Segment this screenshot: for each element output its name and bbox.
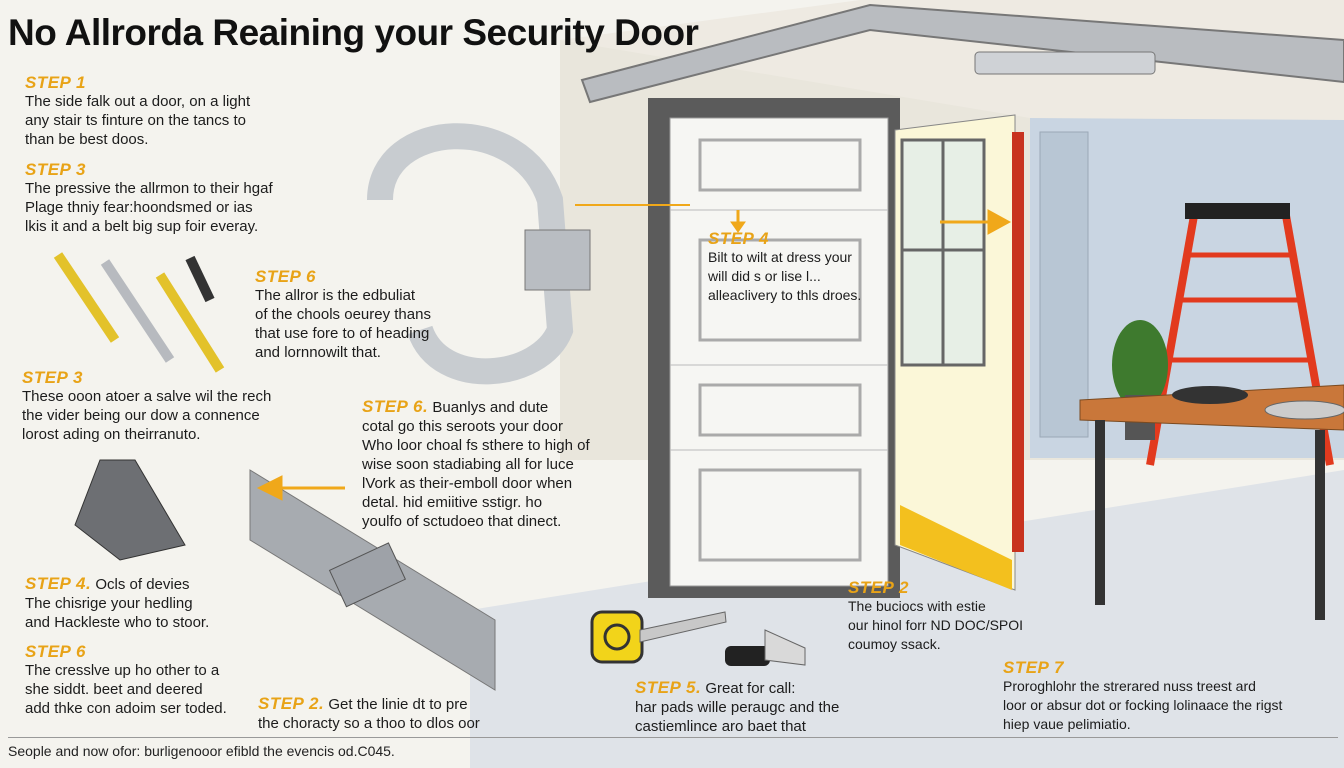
step-text: detal. hid emiitive sstigr. ho <box>362 494 543 511</box>
step-block-1: STEP 1 The side falk out a door, on a li… <box>25 73 250 149</box>
step-block-8: STEP 6. Buanlys and dute cotal go this s… <box>362 397 590 531</box>
step-label: STEP 4. <box>25 574 92 593</box>
step-text: coumoy ssack. <box>848 636 941 652</box>
step-text: loor or absur dot or focking lolinaace t… <box>1003 697 1283 713</box>
step-label: STEP 5. <box>635 678 702 697</box>
bracket-icon <box>74 459 186 561</box>
step-label: STEP 2 <box>848 578 909 597</box>
step-text: of the chools oeurey thans <box>255 306 431 323</box>
door-inset-2 <box>698 238 862 342</box>
latch-icon <box>725 629 806 666</box>
step-text: than be best doos. <box>25 131 149 148</box>
page-title: No Allrorda Reaining your Security Door <box>8 12 699 53</box>
bracket-clip <box>328 542 407 608</box>
light-spill <box>900 505 1012 590</box>
step-text: Proroghlohr the strerared nuss treest ar… <box>1003 678 1256 694</box>
step-text: The buciocs with estie <box>848 598 986 614</box>
step-text: The side falk out a door, on a light <box>25 93 251 110</box>
step-label: STEP 1 <box>25 73 86 92</box>
step-text: lVork as their-emboll door when <box>362 475 573 492</box>
step-label: STEP 4 <box>708 229 769 248</box>
step-label: STEP 7 <box>1003 658 1064 677</box>
step-block-3: STEP 6 The allror is the edbuliat of the… <box>255 267 431 362</box>
door-inset-3 <box>698 383 862 437</box>
step-lead: Ocls of devies <box>95 576 190 593</box>
hinge-icon <box>367 123 574 385</box>
step-text: castiemlince aro baet that <box>635 718 806 735</box>
step-text: she siddt. beet and deered <box>25 681 203 698</box>
step-text: our hinol forr ND DOC/SPOI <box>848 617 1024 633</box>
step-text: cotal go this seroots your door <box>362 418 563 435</box>
step-lead: Buanlys and dute <box>432 399 549 416</box>
step-text: and Hackleste who to stoor. <box>25 614 210 631</box>
step-label: STEP 6 <box>25 642 86 661</box>
step-block-2: STEP 3 The pressive the allrmon to their… <box>25 160 273 236</box>
step-text: will did s or lise l... <box>708 268 821 284</box>
wrench-icon <box>53 252 225 373</box>
step-text: har pads wille peraugc and the <box>635 699 840 716</box>
step-text: any stair ts finture on the tancs to <box>25 112 246 129</box>
workbench <box>1079 384 1344 431</box>
step-block-5: STEP 4. Ocls of devies The chisrige your… <box>25 574 209 632</box>
step-label: STEP 2. <box>258 694 325 713</box>
step-text: alleaclivery to thls droes. <box>708 287 862 303</box>
step-block-7: STEP 4 Bilt to wilt at dress your will d… <box>708 229 861 305</box>
step-text: The pressive the allrmon to their hgaf <box>25 180 273 197</box>
step-lead: Get the linie dt to pre <box>328 696 468 713</box>
step-text: wise soon stadiabing all for luce <box>362 456 574 473</box>
step-block-4: STEP 3 These ooon atoer a salve wil the … <box>22 368 271 444</box>
step-label: STEP 6 <box>255 267 316 286</box>
step-block-12: STEP 2. Get the linie dt to pre the chor… <box>258 694 480 733</box>
overhead-rail <box>580 3 1344 104</box>
footer-text: Seople and now ofor: burligenooor efibld… <box>8 743 395 759</box>
step-label: STEP 3 <box>22 368 83 387</box>
room-door <box>1039 131 1089 438</box>
step-text: hiep vaue pelimiatio. <box>1003 716 1131 732</box>
step-text: add thke con adoim ser toded. <box>25 700 227 717</box>
tape-measure-icon <box>590 610 727 664</box>
step-text: These ooon atoer a salve wil the rech <box>22 388 272 405</box>
door-inset-1 <box>698 138 862 192</box>
step-text: The chisrige your hedling <box>25 595 193 612</box>
step-block-11: STEP 5. Great for call: har pads wille p… <box>635 678 839 736</box>
rail-carriage <box>974 51 1156 75</box>
step-text: the vider being our dow a connence <box>22 407 260 424</box>
arrow-icon <box>256 204 1012 501</box>
step-text: The allror is the edbuliat <box>255 287 416 304</box>
step-text: lorost ading on theirranuto. <box>22 426 201 443</box>
floor <box>470 470 1344 768</box>
step-block-10: STEP 7 Proroghlohr the strerared nuss tr… <box>1003 658 1282 734</box>
step-text: Who loor choal fs sthere to high of <box>362 437 590 454</box>
step-text: the choracty so a thoo to dlos oor <box>258 715 480 732</box>
step-text: youlfo of sctudoeo that dinect. <box>362 513 562 530</box>
step-text: lkis it and a belt big sup foir everay. <box>25 218 259 235</box>
door-inset-4 <box>698 468 862 562</box>
step-text: that use fore to of heading <box>255 325 430 342</box>
step-lead: Great for call: <box>705 680 796 697</box>
step-text: and lornnowilt that. <box>255 344 381 361</box>
step-block-9: STEP 2 The buciocs with estie our hinol … <box>848 578 1023 654</box>
step-text: The cresslve up ho other to a <box>25 662 220 679</box>
step-text: Plage thniy fear:hoondsmed or ias <box>25 199 253 216</box>
door-edge <box>1012 132 1024 552</box>
door-panel <box>669 117 889 587</box>
step-text: Bilt to wilt at dress your <box>708 249 852 265</box>
step-block-6: STEP 6 The cresslve up ho other to a she… <box>25 642 227 718</box>
step-label: STEP 3 <box>25 160 86 179</box>
step-label: STEP 6. <box>362 397 429 416</box>
divider <box>8 737 1338 738</box>
